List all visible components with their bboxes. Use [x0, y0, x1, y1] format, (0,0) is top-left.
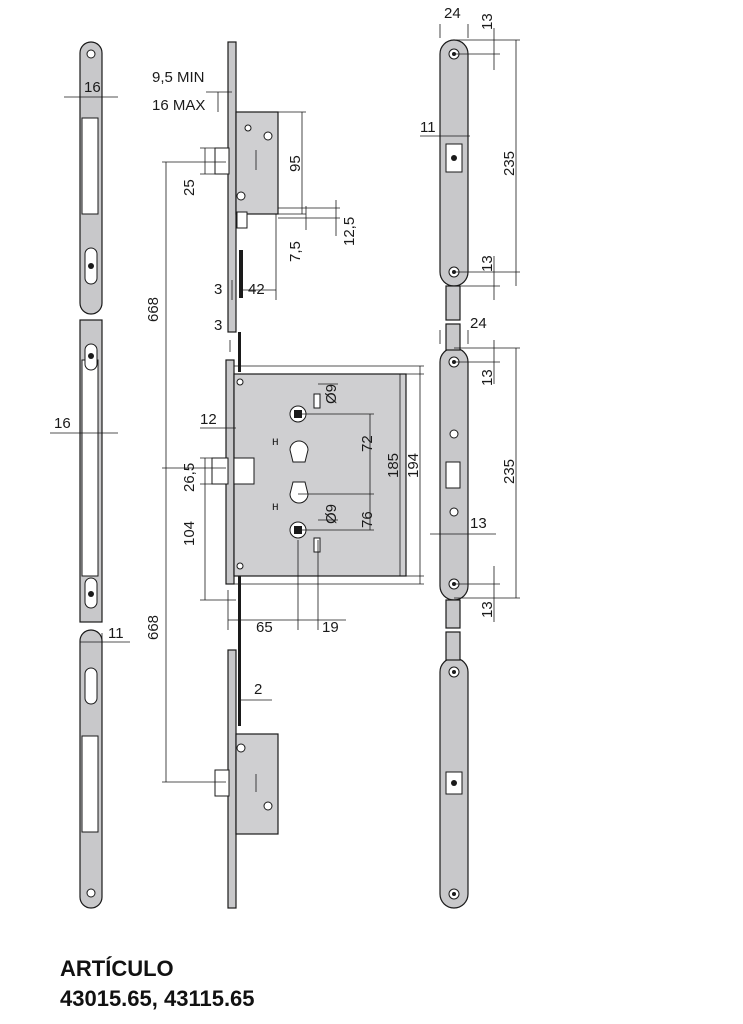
- dim-main-104: 104: [181, 521, 198, 546]
- dim-rod-668-top: 668: [145, 297, 162, 322]
- dim-top-25: 25: [181, 179, 198, 196]
- dim-strike-mid-13b: 13: [470, 515, 487, 532]
- dim-main-65: 65: [256, 619, 273, 636]
- left-dimensions: [50, 96, 130, 650]
- strike-plate-middle-dimensions: [430, 330, 520, 622]
- dim-phi9-top: Ø9: [323, 384, 340, 404]
- bottom-lock-body: [162, 649, 279, 909]
- dim-main-19: 19: [322, 619, 339, 636]
- strike-plate-top-dimensions: [420, 24, 520, 300]
- dim-main-26-5: 26,5: [181, 463, 198, 492]
- left-faceplate-middle: [79, 319, 103, 623]
- main-lock-body: н н: [211, 332, 407, 726]
- dim-main-72: 72: [359, 435, 376, 452]
- dim-left-top-16: 16: [84, 79, 101, 96]
- dim-left-bottom-11: 11: [108, 625, 124, 642]
- dim-strike-mid-24: 24: [470, 315, 487, 332]
- svg-text:н: н: [272, 499, 279, 513]
- strike-plate-bottom: [439, 631, 469, 909]
- dim-main-76: 76: [359, 511, 376, 528]
- dim-strike-top-11: 11: [420, 119, 436, 136]
- dim-main-3: 3: [214, 317, 222, 334]
- left-faceplate-bottom: [79, 629, 103, 909]
- dim-strike-mid-13c: 13: [479, 601, 496, 618]
- dim-backset-max: 16 MAX: [152, 97, 205, 114]
- top-lock-body: [214, 41, 279, 333]
- dim-strike-mid-13a: 13: [479, 369, 496, 386]
- strike-plate-top: [439, 39, 469, 321]
- dim-strike-top-13b: 13: [479, 255, 496, 272]
- dim-backset-min: 9,5 MIN: [152, 69, 205, 86]
- dim-phi9-bottom: Ø9: [323, 504, 340, 524]
- caption-codes: 43015.65, 43115.65: [60, 986, 255, 1011]
- dim-top-7-5: 7,5: [287, 241, 304, 262]
- main-lock-dimensions: [162, 340, 424, 782]
- dim-strike-mid-235: 235: [501, 459, 518, 484]
- left-faceplate-top: [79, 41, 103, 315]
- dim-top-12-5: 12,5: [341, 217, 358, 246]
- dim-main-185: 185: [385, 453, 402, 478]
- dim-main-12: 12: [200, 411, 217, 428]
- dim-bottom-2: 2: [254, 681, 262, 698]
- strike-plate-middle: [439, 323, 469, 629]
- dim-top-42: 42: [248, 281, 265, 298]
- dim-strike-top-24: 24: [444, 5, 461, 22]
- dim-strike-top-235: 235: [501, 151, 518, 176]
- dim-top-95: 95: [287, 155, 304, 172]
- caption-label: ARTÍCULO: [60, 956, 174, 981]
- top-lock-dimensions: [162, 91, 340, 468]
- svg-text:н: н: [272, 434, 279, 448]
- dim-strike-top-13a: 13: [479, 13, 496, 30]
- dim-left-mid-16: 16: [54, 415, 71, 432]
- dim-rod-668-bottom: 668: [145, 615, 162, 640]
- dimension-labels: 16 16 11 9,5 MIN 16 MAX 25 95 12,5 7,5 3…: [54, 5, 518, 698]
- dim-top-3: 3: [214, 281, 222, 298]
- dim-main-194: 194: [405, 453, 422, 478]
